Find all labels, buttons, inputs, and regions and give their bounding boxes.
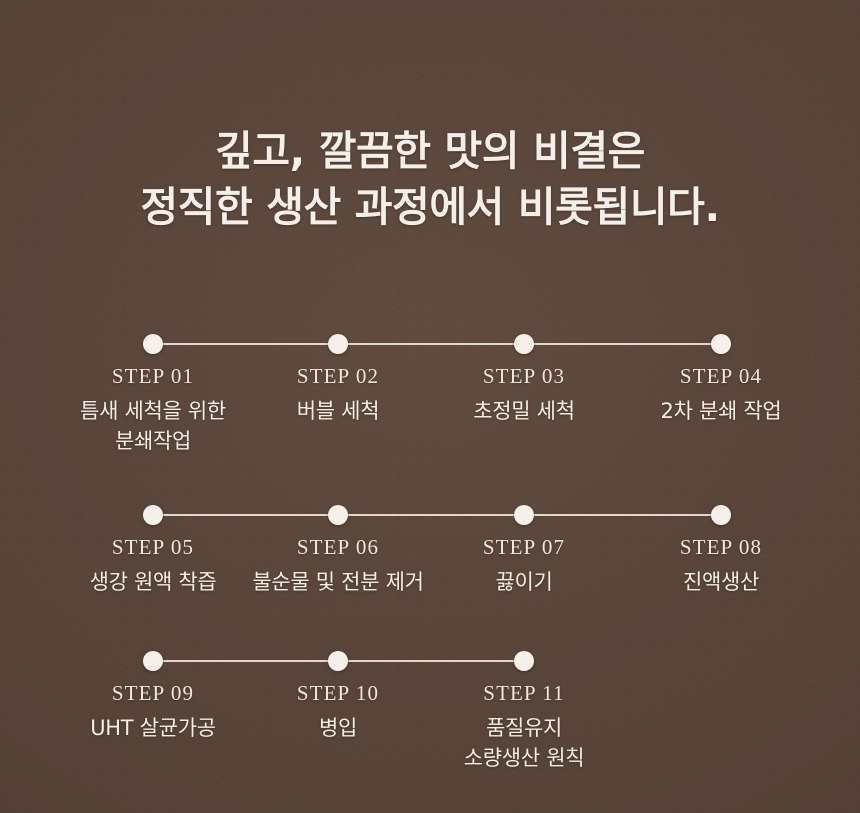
step-label: 초정밀 세척 — [473, 399, 575, 423]
step-label: 끓이기 — [495, 570, 553, 594]
step-dot-icon — [514, 505, 534, 525]
step-dot-icon — [711, 334, 731, 354]
step-dot-icon — [711, 505, 731, 525]
step-dot-icon — [514, 334, 534, 354]
step-number: STEP 06 — [296, 535, 380, 559]
step-number: STEP 04 — [679, 364, 763, 388]
step-label: 틈새 세척을 위한 분쇄작업 — [80, 399, 226, 453]
step-dot-icon — [514, 651, 534, 671]
step-label: 2차 분쇄 작업 — [660, 399, 782, 423]
timeline-rail — [153, 514, 721, 516]
step-number: STEP 02 — [296, 364, 380, 388]
step-number: STEP 03 — [482, 364, 566, 388]
step-number: STEP 11 — [483, 681, 565, 705]
step-label: 불순물 및 전분 제거 — [252, 570, 424, 594]
step-dot-icon — [143, 334, 163, 354]
page-title: 깊고, 깔끔한 맛의 비결은 정직한 생산 과정에서 비롯됩니다. — [140, 127, 720, 232]
step-number: STEP 05 — [111, 535, 195, 559]
step-dot-icon — [143, 505, 163, 525]
step-number: STEP 07 — [482, 535, 566, 559]
step-dot-icon — [328, 505, 348, 525]
step-number: STEP 01 — [111, 364, 195, 388]
step-label: 진액생산 — [682, 570, 760, 594]
step-dot-icon — [328, 334, 348, 354]
step-label: 버블 세척 — [296, 399, 380, 423]
timeline-rail — [153, 343, 721, 345]
step-label: 병입 — [318, 716, 358, 740]
step-dot-icon — [328, 651, 348, 671]
step-label: UHT 살균가공 — [90, 716, 216, 740]
step-number: STEP 08 — [679, 535, 763, 559]
step-label: 품질유지 소량생산 원칙 — [463, 716, 585, 770]
step-number: STEP 09 — [111, 681, 195, 705]
step-number: STEP 10 — [296, 681, 380, 705]
step-dot-icon — [143, 651, 163, 671]
step-label: 생강 원액 착즙 — [89, 570, 217, 594]
